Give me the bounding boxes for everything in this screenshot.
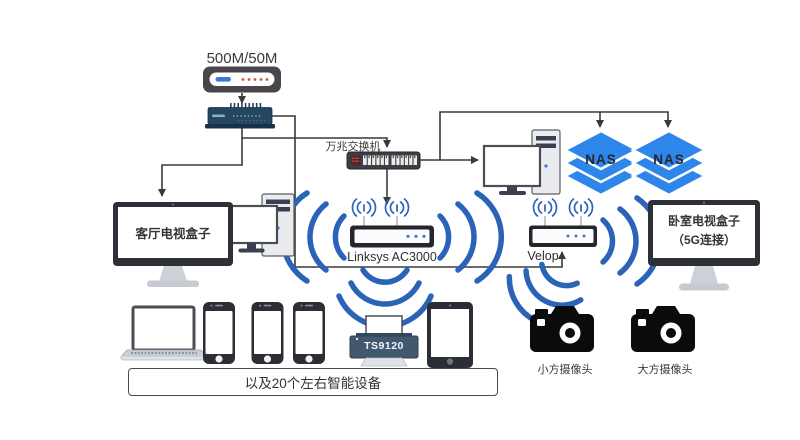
antenna-icon [532,198,558,228]
smart-devices-note-text: 以及20个左右智能设备 [244,376,382,391]
antenna-icon [568,198,594,228]
tablet-icon [427,302,473,368]
desktop-pc-icon-right [482,129,561,195]
camera-small-label: 小方摄像头 [537,364,593,376]
tv-icon-bedroom [648,200,760,291]
modem-icon [203,66,281,93]
nas-label-1: NAS [585,152,617,167]
tv-icon-living-room [113,202,233,287]
router-icon-velop [529,225,597,247]
bedroom-tv-label: 卧室电视盒子 （5G连接） [653,205,755,257]
smartphone-icon-2 [251,302,284,364]
router-icon [205,103,275,129]
arrow-connector-router-switch [242,137,391,148]
switch-icon [346,151,421,170]
nas-icon-1 [562,129,640,197]
laptop-icon [120,305,208,361]
smartphone-icon-3 [293,302,325,364]
nas-icon-2 [630,129,708,197]
antenna-icons [351,198,594,228]
living-room-tv-text: 客厅电视盒子 [135,226,211,241]
printer-icon [349,315,419,367]
bedroom-tv-text-line1: 卧室电视盒子 [667,214,740,229]
antenna-icon [351,198,377,228]
linksys-router-label: Linksys AC3000 [347,250,437,264]
router-icon-linksys [350,225,434,248]
internet-speed-label: 500M/50M [206,50,278,67]
camera-large-label: 大方摄像头 [637,364,693,376]
antenna-icon [384,198,410,228]
arrow-connector-switch-nas2 [439,111,672,160]
switch-label: 万兆交换机 [325,141,381,153]
desktop-pc-icon-left [224,193,295,257]
bedroom-tv-text-line2: （5G连接） [671,233,736,247]
camera-icon-small [530,306,594,352]
living-room-tv-label: 客厅电视盒子 [118,207,228,257]
velop-router-label: Velop [527,249,559,263]
arrow-connector-router-livingtv [158,127,243,197]
camera-icon-large [631,306,695,352]
smartphone-icon-1 [203,302,235,364]
smart-devices-note-box: 以及20个左右智能设备 [128,368,498,396]
nas-label-2: NAS [653,152,685,167]
wifi-signal-icon-linksys-right [437,190,505,284]
printer-model-label: TS9120 [364,340,404,352]
